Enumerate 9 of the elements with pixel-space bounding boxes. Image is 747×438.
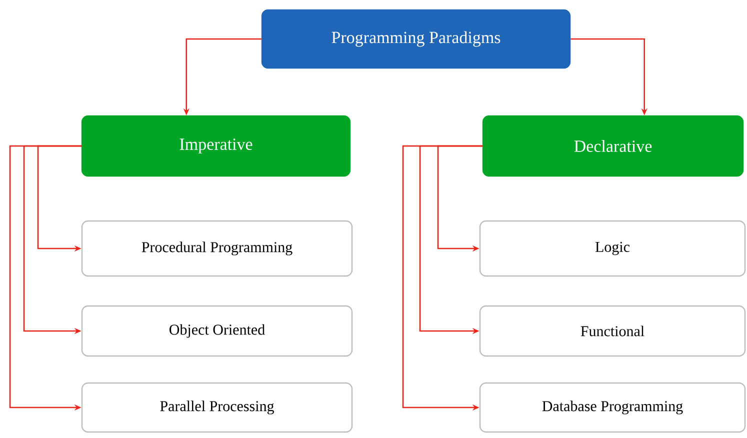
paradigm-box: Functional [479,305,746,357]
paradigm-box: Database Programming [479,382,746,433]
paradigm-box: Object Oriented [81,305,353,357]
category-box: Declarative [482,115,744,177]
category-box: Imperative [81,115,351,177]
paradigm-box: Logic [479,220,746,277]
paradigm-box: Procedural Programming [81,220,353,277]
paradigm-box: Parallel Processing [81,382,353,433]
title-box: Programming Paradigms [261,9,571,69]
